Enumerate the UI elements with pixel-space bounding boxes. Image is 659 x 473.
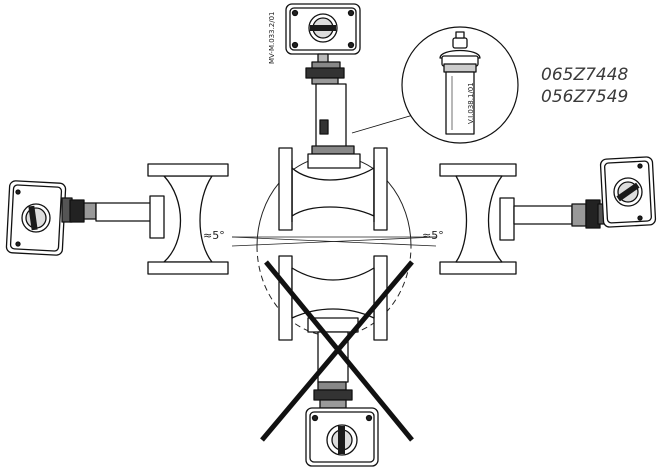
valve-tilted-right — [439, 156, 657, 275]
drawing-ref-main: MV-M.033.2/01 — [268, 11, 276, 64]
valve-body-right — [439, 163, 517, 275]
stem-cap-detail — [401, 26, 519, 144]
coupling-bottom — [313, 381, 353, 409]
valve-tilted-left — [5, 163, 229, 275]
valve-body-left — [147, 163, 229, 275]
valve-upright — [278, 3, 455, 231]
part-numbers: 065Z7448 056Z7549 — [541, 64, 628, 108]
actuator-top — [285, 3, 361, 55]
valve-inverted — [278, 255, 388, 467]
stem-top — [311, 83, 355, 155]
coupling-top — [305, 53, 345, 85]
stem-left — [95, 202, 153, 222]
part-number-2: 056Z7549 — [541, 87, 629, 107]
actuator-bottom — [305, 407, 379, 467]
coupling-left — [61, 197, 97, 223]
stem-right — [513, 205, 573, 225]
part-number-1: 065Z7448 — [541, 65, 629, 85]
drawing-ref-detail: V.I.038.1/01 — [467, 82, 475, 124]
tilt-angle-right: ≈5° — [422, 229, 444, 242]
tilt-angle-left: ≈5° — [203, 229, 225, 242]
valve-body-top — [278, 147, 388, 231]
actuator-right — [599, 156, 657, 228]
coupling-right — [571, 199, 607, 229]
actuator-left — [5, 180, 67, 256]
not-allowed-cross — [260, 260, 414, 442]
